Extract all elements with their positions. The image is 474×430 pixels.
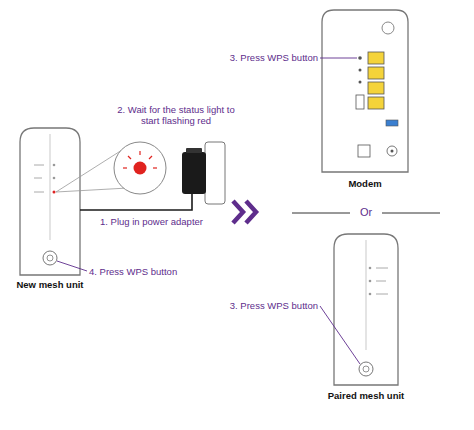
device-name: New mesh unit xyxy=(0,279,100,290)
modem xyxy=(322,10,408,172)
step-callout: 1. Plug in power adapter xyxy=(100,216,230,227)
leader-line xyxy=(57,58,360,364)
paired-mesh-unit xyxy=(334,234,398,385)
device-name: Paired mesh unit xyxy=(306,390,426,401)
separator xyxy=(292,213,350,214)
new-mesh-unit xyxy=(20,128,80,275)
status-light-callout xyxy=(114,142,166,194)
step-callout: 2. Wait for the status light to start fl… xyxy=(110,104,242,127)
step-callout: 3. Press WPS button xyxy=(198,52,318,63)
step-callout: 4. Press WPS button xyxy=(89,266,199,277)
power-adapter xyxy=(80,142,225,210)
chevron-arrow xyxy=(233,201,256,223)
device-name: Modem xyxy=(315,178,415,189)
separator xyxy=(382,213,440,214)
separator-text: Or xyxy=(350,206,382,219)
step-callout: 3. Press WPS button xyxy=(198,300,318,311)
